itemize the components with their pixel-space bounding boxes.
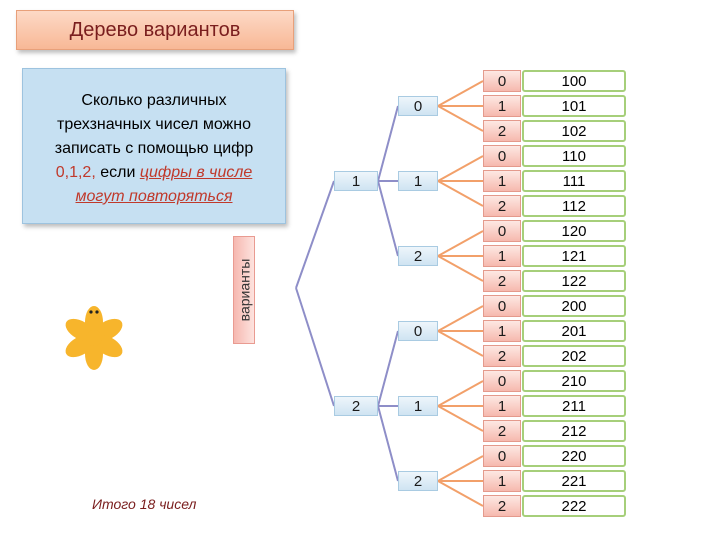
branch-line (437, 255, 484, 282)
result-number: 222 (522, 495, 626, 517)
branch-line (437, 330, 484, 357)
branch-line (437, 480, 484, 507)
level3-node: 2 (483, 270, 521, 292)
question-line-4: 0,1,2, если цифры в числе (31, 161, 277, 185)
branch-line (437, 230, 484, 257)
branch-line (437, 80, 484, 107)
level3-node: 1 (483, 320, 521, 342)
result-number: 202 (522, 345, 626, 367)
branch-line (295, 180, 335, 289)
question-line-2: трехзначных чисел можно (56, 116, 251, 133)
level3-node: 1 (483, 395, 521, 417)
question-condition-2: могут повторяться (75, 188, 233, 205)
level3-node: 1 (483, 470, 521, 492)
branch-line (437, 455, 484, 482)
total-count: Итого 18 чисел (92, 496, 197, 512)
branch-line (437, 155, 484, 182)
branch-line (377, 105, 399, 182)
result-number: 201 (522, 320, 626, 342)
branch-line (437, 380, 484, 407)
result-number: 221 (522, 470, 626, 492)
level2-node: 1 (398, 396, 438, 416)
result-number: 200 (522, 295, 626, 317)
result-number: 211 (522, 395, 626, 417)
level2-node: 2 (398, 246, 438, 266)
result-number: 100 (522, 70, 626, 92)
level3-node: 1 (483, 245, 521, 267)
branch-line (377, 405, 399, 482)
question-box: Сколько различных трехзначных чисел можн… (22, 68, 286, 224)
question-condition-1: цифры в числе (139, 164, 253, 181)
level3-node: 2 (483, 345, 521, 367)
branch-line (437, 305, 484, 332)
level2-node: 1 (398, 171, 438, 191)
level3-node: 2 (483, 495, 521, 517)
result-number: 101 (522, 95, 626, 117)
result-number: 112 (522, 195, 626, 217)
level3-node: 2 (483, 420, 521, 442)
level2-node: 2 (398, 471, 438, 491)
result-number: 210 (522, 370, 626, 392)
result-number: 120 (522, 220, 626, 242)
level3-node: 0 (483, 220, 521, 242)
level2-node: 0 (398, 96, 438, 116)
level1-node: 2 (334, 396, 378, 416)
level3-node: 0 (483, 445, 521, 467)
question-line-1: Сколько различных (81, 92, 227, 109)
question-digits: 0,1,2, (55, 164, 96, 181)
question-line-5: могут повторяться (31, 185, 277, 209)
level3-node: 0 (483, 70, 521, 92)
level3-node: 1 (483, 95, 521, 117)
result-number: 102 (522, 120, 626, 142)
branch-line (377, 330, 399, 407)
level3-node: 1 (483, 170, 521, 192)
branch-line (377, 180, 399, 257)
flower-icon (65, 306, 123, 370)
variants-label: варианты (233, 236, 255, 344)
branch-line (437, 180, 484, 207)
level3-node: 0 (483, 145, 521, 167)
result-number: 111 (522, 170, 626, 192)
level2-node: 0 (398, 321, 438, 341)
result-number: 212 (522, 420, 626, 442)
result-number: 110 (522, 145, 626, 167)
question-line-3: записать с помощью цифр (54, 140, 254, 157)
level3-node: 2 (483, 120, 521, 142)
result-number: 220 (522, 445, 626, 467)
level3-node: 2 (483, 195, 521, 217)
result-number: 122 (522, 270, 626, 292)
level1-node: 1 (334, 171, 378, 191)
level3-node: 0 (483, 295, 521, 317)
branch-line (295, 287, 335, 407)
result-number: 121 (522, 245, 626, 267)
branch-line (437, 405, 484, 432)
question-if: если (95, 164, 140, 181)
slide-title: Дерево вариантов (16, 10, 294, 50)
level3-node: 0 (483, 370, 521, 392)
branch-line (437, 105, 484, 132)
